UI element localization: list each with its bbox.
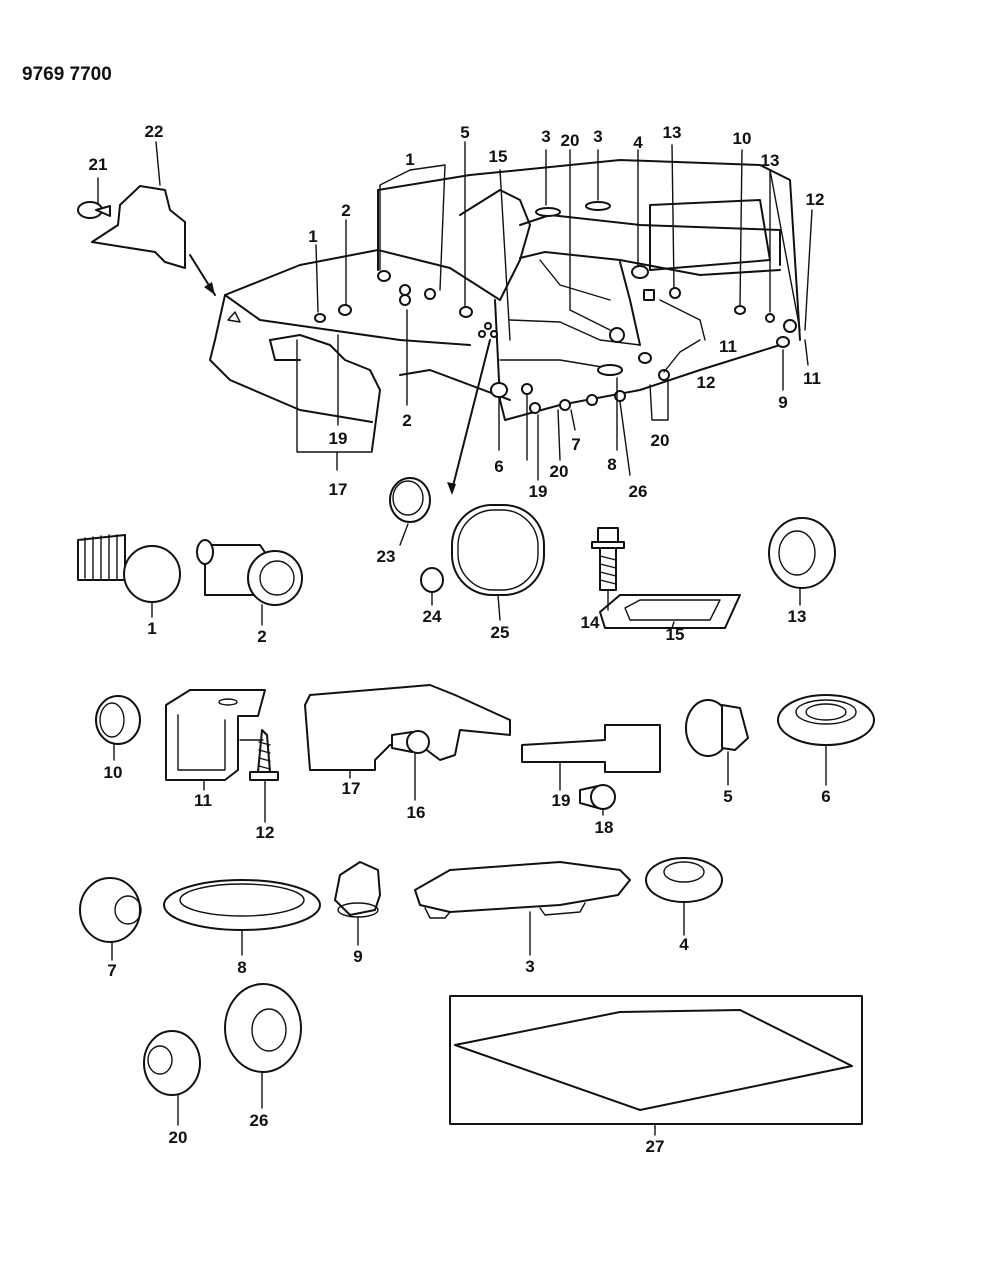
callout-1a: 1 [405,150,414,169]
part-23-cap [389,477,431,523]
part-17-panel [304,684,511,771]
part-12-screw [249,729,279,781]
callout-11a: 11 [719,337,737,356]
label-part-24: 24 [423,607,442,626]
label-part-16: 16 [407,803,426,822]
part-20-plug [143,1030,201,1096]
part-labels: 1 2 23 24 25 14 15 13 10 11 12 17 16 19 … [104,547,831,1156]
callout-12b: 12 [697,373,716,392]
part-26-grommet [224,983,302,1073]
part-19-angle-bracket [521,724,661,773]
part-3-oval-panel [414,861,631,919]
label-part-5: 5 [723,787,732,806]
label-part-14: 14 [581,613,600,632]
part-27-mat [449,995,863,1125]
label-part-8: 8 [237,958,246,977]
callout-21: 21 [89,155,108,174]
part-11-bracket [165,689,266,781]
part-8-ring [163,879,321,931]
callout-13b: 13 [761,151,780,170]
label-part-13: 13 [788,607,807,626]
part-14-bolt [591,527,625,591]
part-15-plate [599,594,741,629]
pointer-arrows [189,254,491,495]
callout-10: 10 [733,129,752,148]
part-6-grommet [777,694,875,746]
part-1-bellows-plug [77,534,181,603]
label-part-2: 2 [257,627,266,646]
callout-1b: 1 [308,227,317,246]
label-part-6: 6 [821,787,830,806]
label-part-11: 11 [194,791,212,810]
label-part-23: 23 [377,547,396,566]
label-part-15: 15 [666,625,685,644]
callout-leader-lines [97,141,813,481]
label-part-27: 27 [646,1137,665,1156]
callout-17: 17 [329,480,348,499]
callout-2b: 2 [402,411,411,430]
body-callout-labels: 1 1 2 2 3 3 4 5 6 7 8 9 10 11 11 12 12 1… [89,122,825,501]
label-part-7: 7 [107,961,116,980]
callout-22: 22 [145,122,164,141]
label-part-1: 1 [147,619,156,638]
part-9-bumper [334,861,381,918]
part-4-grommet [645,857,723,903]
vehicle-body-drawing [209,159,801,451]
label-part-18: 18 [595,818,614,837]
callout-19b: 19 [529,482,548,501]
label-part-20: 20 [169,1128,188,1147]
callout-9: 9 [778,393,787,412]
callout-19a: 19 [329,429,348,448]
label-part-3: 3 [525,957,534,976]
label-part-26: 26 [250,1111,269,1130]
part-7-plug [79,877,142,943]
label-part-17: 17 [342,779,361,798]
part-5-push-clip [685,699,749,757]
diagram-code: 9769 7700 [22,64,112,85]
label-part-12: 12 [256,823,275,842]
label-part-4: 4 [679,935,689,954]
callout-3a: 3 [541,127,550,146]
part-22-pad [91,185,186,269]
callout-12a: 12 [806,190,825,209]
callout-20c: 20 [651,431,670,450]
callout-11b: 11 [803,369,821,388]
part-24-plug [420,567,444,593]
part-leader-lines [111,523,827,1136]
label-part-19: 19 [552,791,571,810]
part-13-grommet [768,517,836,589]
callout-2a: 2 [341,201,350,220]
callout-15: 15 [489,147,508,166]
label-part-10: 10 [104,763,123,782]
callout-5: 5 [460,123,469,142]
part-2-pin [196,539,303,606]
callout-26: 26 [629,482,648,501]
part-16-clip [391,730,430,754]
callout-13a: 13 [663,123,682,142]
label-part-9: 9 [353,947,362,966]
callout-4: 4 [633,133,643,152]
body-fastener-markers [314,201,797,414]
part-25-oval-cover [451,504,545,596]
callout-3b: 3 [593,127,602,146]
part-10-grommet [95,695,141,745]
label-part-25: 25 [491,623,510,642]
callout-6: 6 [494,457,503,476]
callout-7: 7 [571,435,580,454]
callout-8: 8 [607,455,616,474]
callout-20b: 20 [550,462,569,481]
callout-20a: 20 [561,131,580,150]
part-21-clip [77,201,111,219]
part-18-clip [579,784,616,810]
